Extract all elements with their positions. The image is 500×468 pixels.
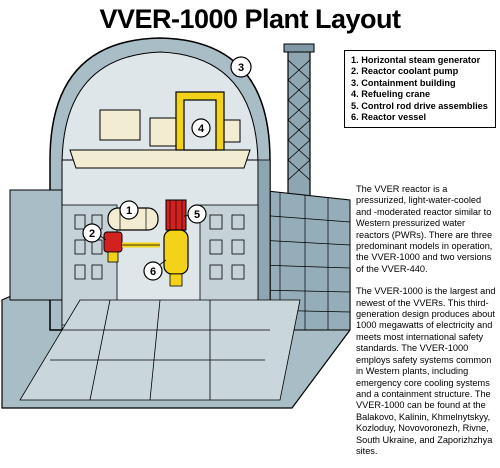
legend-item: 6. Reactor vessel xyxy=(351,112,427,123)
reactor-coolant-pump xyxy=(103,231,160,263)
diagram-title: VVER-1000 Plant Layout xyxy=(99,4,401,34)
legend-item: 5. Control rod drive assemblies xyxy=(351,100,488,111)
description-text: The VVER reactor is a pressurized, light… xyxy=(356,184,498,468)
control-rod-drives xyxy=(165,199,187,231)
internal-compartments xyxy=(19,204,301,401)
legend-item: 1. Horizontal steam generator xyxy=(351,55,481,65)
callout-label: 5 xyxy=(194,209,200,221)
callout-label: 3 xyxy=(238,62,244,74)
callout-marker: 3 xyxy=(230,56,252,78)
legend-item: 3. Containment building xyxy=(351,77,456,88)
callout-label: 4 xyxy=(198,123,205,135)
callout-marker: 4 xyxy=(191,118,211,138)
callout-marker: 5 xyxy=(183,204,207,224)
plant-illustration: 1 2 3 4 5 6 xyxy=(1,37,351,409)
description-paragraph: The VVER-1000 is the largest and newest … xyxy=(356,286,496,456)
callout-label: 2 xyxy=(89,228,95,240)
component-legend: 1. Horizontal steam generator 2. Reactor… xyxy=(344,50,496,128)
reactor-vessel xyxy=(163,229,189,287)
callout-marker: 1 xyxy=(119,200,139,220)
callout-label: 6 xyxy=(150,266,156,278)
callout-label: 1 xyxy=(126,205,132,217)
callout-marker: 6 xyxy=(143,259,167,281)
callout-marker: 2 xyxy=(82,223,107,243)
legend-item: 2. Reactor coolant pump xyxy=(351,66,459,77)
legend-item: 4. Refueling crane xyxy=(351,89,431,100)
description-paragraph: The VVER reactor is a pressurized, light… xyxy=(356,184,493,274)
